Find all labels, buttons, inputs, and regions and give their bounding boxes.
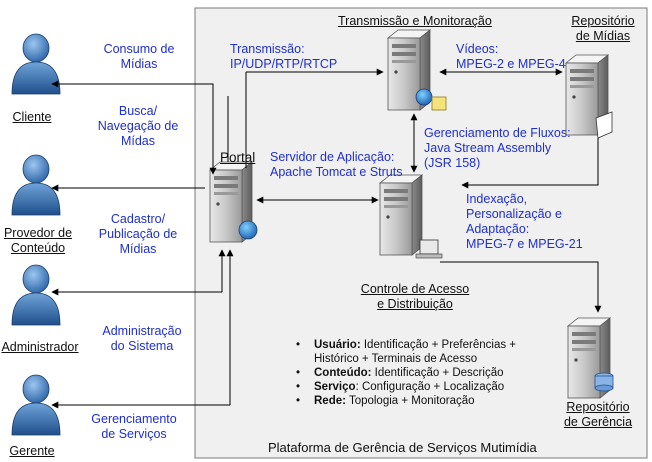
platform-title: Plataforma de Gerência de Serviços Mutim… (268, 440, 537, 455)
administrador-person-icon (11, 264, 61, 326)
bullet-rede: •Rede: Topologia + Monitoração (296, 395, 475, 407)
bullet-usuario-cont: Histórico + Terminais de Acesso (314, 353, 478, 365)
edge-servidor-label: Servidor de Aplicação:Apache Tomcat e St… (270, 150, 403, 179)
actor-administrador-label: Administrador (1, 340, 79, 354)
edge-controle-gerencia (440, 261, 602, 313)
controle-server-icon (379, 174, 443, 259)
node-portal-label: Portal (220, 150, 256, 165)
cliente-person-icon (11, 33, 61, 95)
actor-gerente-label: Gerente (9, 444, 55, 458)
repositorio-midias-server-icon (565, 54, 613, 139)
info-bullet-list: •Usuário: Identificação + Preferências +… (292, 338, 516, 408)
bullet-usuario: •Usuário: Identificação + Preferências + (296, 339, 516, 351)
edge-repositorio-controle (461, 138, 599, 189)
node-transmissao-label: Transmissão e Monitoração (338, 14, 492, 28)
repositorio-gerencia-server-icon (567, 317, 614, 399)
edge-fluxos-label: Gerenciamento de Fluxos:Java Stream Asse… (424, 126, 571, 170)
bullet-conteudo: •Conteúdo: Identificação + Descrição (296, 367, 504, 379)
connectors (51, 68, 602, 409)
edge-transmissao-proto-label: Transmissão:IP/UDP/RTP/RTCP (230, 42, 338, 71)
bullet-servico: •Serviço: Configuração + Localização (296, 381, 505, 393)
actor-cliente-label: Cliente (12, 110, 52, 124)
transmissao-server-icon (387, 29, 447, 111)
provedor-person-icon (11, 154, 61, 216)
portal-server-icon (209, 161, 258, 243)
edge-videos-label: Vídeos:MPEG-2 e MPEG-4 (456, 42, 566, 71)
